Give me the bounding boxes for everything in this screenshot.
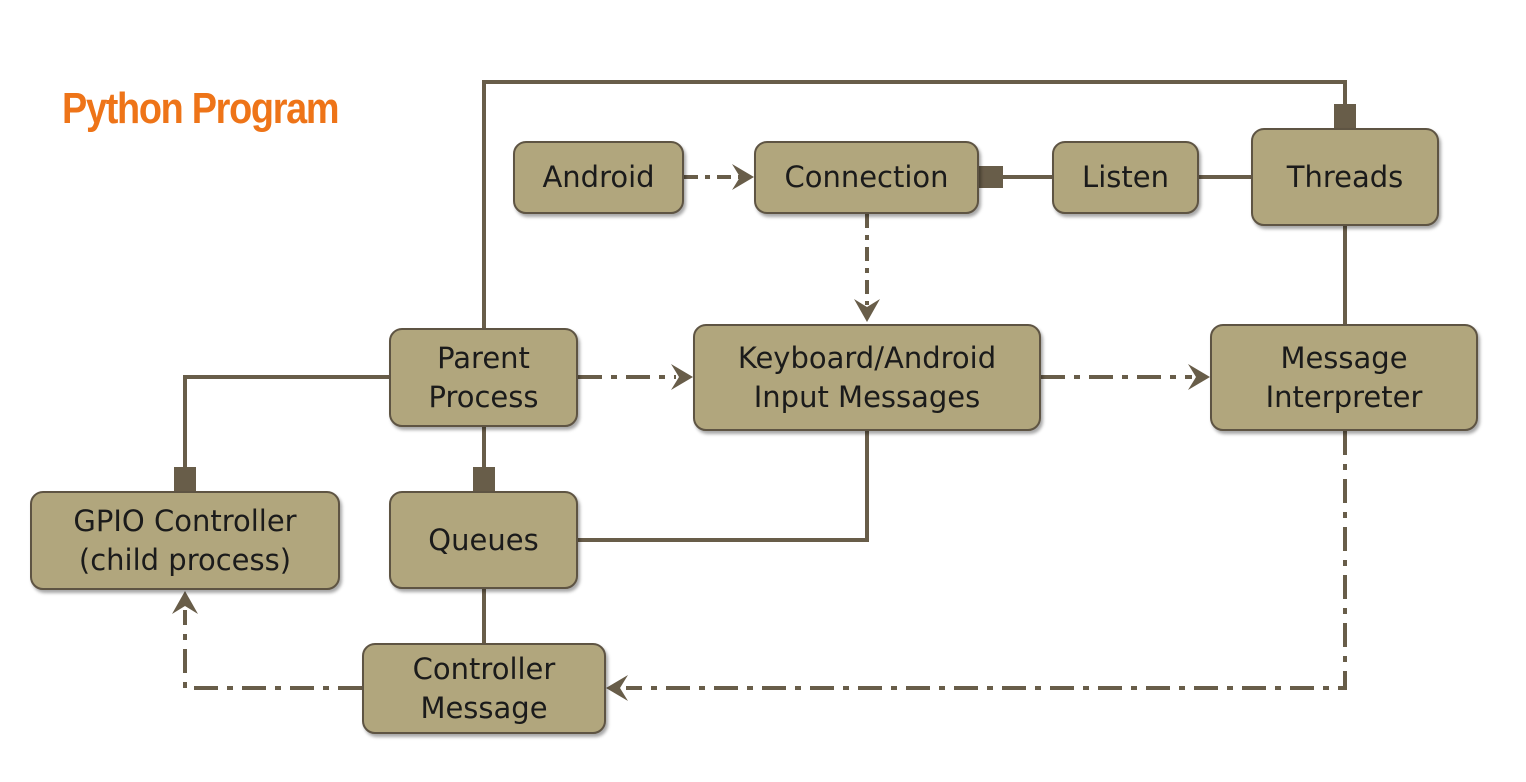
- queues-node: Queues: [389, 491, 578, 589]
- interpreter-to-controller-arrow: [626, 431, 1347, 690]
- interpreter-controller-arrowhead: [606, 675, 628, 701]
- parent-to-threads-line: [482, 80, 1347, 328]
- input-messages-label-line-1: Keyboard/Android: [737, 340, 997, 375]
- controller-message-label-line-1: Controller: [412, 651, 556, 686]
- message-interpreter-label-line-1: Message: [1280, 340, 1408, 375]
- gpio-controller-label-line-2: (child process): [78, 542, 292, 577]
- parent-process-label-line-2: Process: [428, 379, 539, 414]
- message-interpreter-node: Message Interpreter: [1210, 324, 1478, 431]
- android-connection-arrowhead: [732, 164, 754, 190]
- controller-message-node: Controller Message: [362, 643, 606, 734]
- parent-to-gpio-line: [183, 375, 389, 467]
- android-node: Android: [513, 141, 684, 214]
- gpio-controller-node: GPIO Controller (child process): [30, 491, 340, 590]
- android-label: Android: [542, 160, 655, 194]
- parent-process-label-line-1: Parent: [437, 340, 530, 375]
- listen-node: Listen: [1052, 141, 1199, 214]
- input-interpreter-arrowhead: [1188, 364, 1210, 390]
- input-messages-to-queues-line: [578, 431, 869, 542]
- listen-label: Listen: [1082, 160, 1169, 194]
- input-messages-label-line-2: Input Messages: [753, 379, 981, 414]
- queues-label: Queues: [428, 522, 539, 557]
- connection-label: Connection: [784, 160, 949, 194]
- gpio-square-marker: [174, 467, 196, 491]
- parent-process-node: Parent Process: [389, 328, 578, 427]
- gpio-controller-label-line-1: GPIO Controller: [73, 503, 297, 538]
- connection-input-arrowhead: [854, 299, 880, 322]
- threads-label: Threads: [1286, 159, 1404, 194]
- diagram-title: Python Program: [62, 84, 340, 133]
- threads-square-marker: [1334, 104, 1356, 128]
- parent-input-arrowhead: [671, 364, 693, 390]
- connection-node: Connection: [754, 141, 979, 214]
- message-interpreter-label-line-2: Interpreter: [1265, 379, 1423, 414]
- queues-square-marker: [473, 467, 495, 491]
- controller-to-gpio-arrow: [183, 610, 362, 690]
- connection-square-marker: [979, 166, 1003, 188]
- input-messages-node: Keyboard/Android Input Messages: [693, 324, 1041, 431]
- threads-node: Threads: [1251, 128, 1439, 226]
- controller-gpio-arrowhead: [172, 591, 198, 614]
- controller-message-label-line-2: Message: [420, 690, 548, 725]
